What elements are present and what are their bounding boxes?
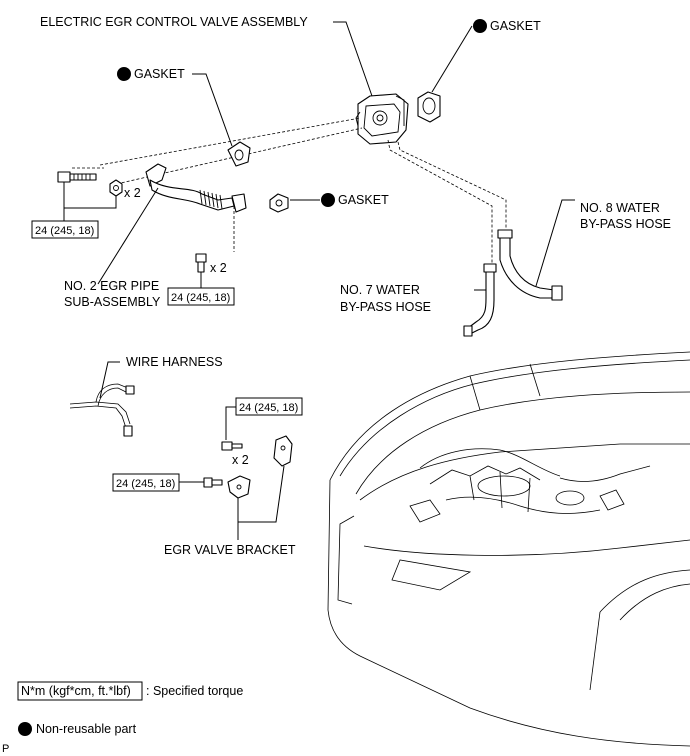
gasket-left <box>227 141 251 167</box>
gasket-left-leader <box>192 73 233 147</box>
gasket-left-label: GASKET <box>134 67 185 81</box>
legend-torque-description: : Specified torque <box>146 684 243 698</box>
hose7-label-line1: NO. 7 WATER <box>340 283 420 297</box>
bolt <box>195 253 207 273</box>
wire-harness <box>69 383 135 437</box>
nonreusable-mark-icon <box>473 19 487 33</box>
torque-box <box>31 220 99 239</box>
alignment-line <box>387 139 493 272</box>
gasket-top-right <box>417 91 441 123</box>
gasket-middle-label: GASKET <box>338 193 389 207</box>
torque-leader <box>63 182 117 209</box>
torque-leader <box>225 406 236 440</box>
hose8-label-line2: BY-PASS HOSE <box>580 217 671 231</box>
pipe-nut-quantity: x 2 <box>124 186 141 200</box>
nut <box>109 179 123 197</box>
torque-box <box>167 287 235 306</box>
torque-value-pipe-lower: 24 (245, 18) <box>171 292 230 304</box>
legend-nonreusable-description: Non-reusable part <box>36 722 137 736</box>
hose8-leader <box>535 199 575 287</box>
bolt <box>221 441 243 451</box>
egr-bracket-label: EGR VALVE BRACKET <box>164 543 296 557</box>
hose7-label-line2: BY-PASS HOSE <box>340 300 431 314</box>
gasket-top-right-leader <box>431 25 473 93</box>
legend-nonreusable-icon <box>18 722 32 736</box>
torque-value-bracket-left: 24 (245, 18) <box>116 478 175 490</box>
egr-valve-leader <box>333 21 373 97</box>
wire-harness-leader <box>99 361 120 399</box>
water-bypass-hose-7 <box>463 263 497 337</box>
egr-valve-assembly-label: ELECTRIC EGR CONTROL VALVE ASSEMBLY <box>40 15 308 29</box>
bracket-bolt-quantity: x 2 <box>232 453 249 467</box>
egr-pipe-label-line2: SUB-ASSEMBLY <box>64 295 161 309</box>
pipe-lower-bolt-quantity: x 2 <box>210 261 227 275</box>
gasket-middle <box>269 193 289 213</box>
water-bypass-hose-8 <box>497 229 563 301</box>
bracket-leader <box>237 465 285 523</box>
egr-pipe-leader <box>97 187 159 285</box>
nonreusable-mark-icon <box>117 67 131 81</box>
egr-pipe-label-line1: NO. 2 EGR PIPE <box>64 279 159 293</box>
egr-pipe <box>145 163 247 213</box>
egr-valve-body <box>355 93 409 145</box>
nonreusable-mark-icon <box>321 193 335 207</box>
hose8-label-line1: NO. 8 WATER <box>580 201 660 215</box>
vehicle-outline <box>327 351 690 747</box>
corner-mark: P <box>2 743 9 755</box>
torque-value-pipe: 24 (245, 18) <box>35 225 94 237</box>
legend-torque-units: N*m (kgf*cm, ft.*lbf) <box>21 684 131 698</box>
bolt <box>203 477 223 488</box>
legend-torque-box <box>17 681 143 701</box>
egr-valve-bracket <box>227 435 293 499</box>
alignment-line <box>397 141 507 236</box>
gasket-top-right-label: GASKET <box>490 19 541 33</box>
wire-harness-label: WIRE HARNESS <box>126 355 223 369</box>
bolt <box>57 171 97 183</box>
torque-value-bracket-upper: 24 (245, 18) <box>239 402 298 414</box>
